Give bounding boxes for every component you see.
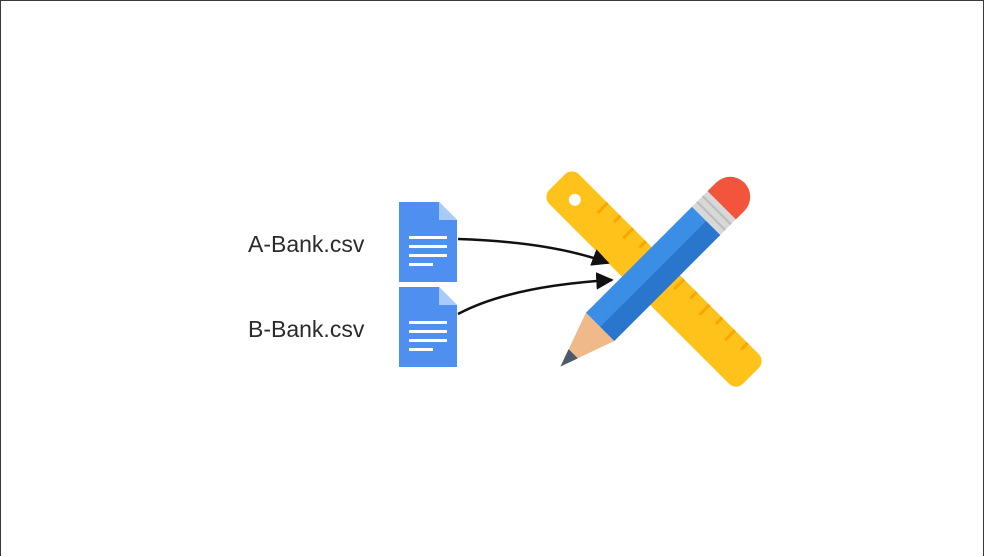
ruler-pencil-icon — [546, 171, 762, 387]
file-label-a-bank: A-Bank.csv — [248, 231, 365, 257]
pencil-icon — [560, 176, 751, 367]
document-icon — [399, 202, 457, 282]
arrow-b-to-tool — [457, 272, 614, 316]
file-label-b-bank: B-Bank.csv — [248, 316, 365, 342]
arrow-a-to-tool — [457, 237, 610, 266]
document-icon — [399, 287, 457, 367]
